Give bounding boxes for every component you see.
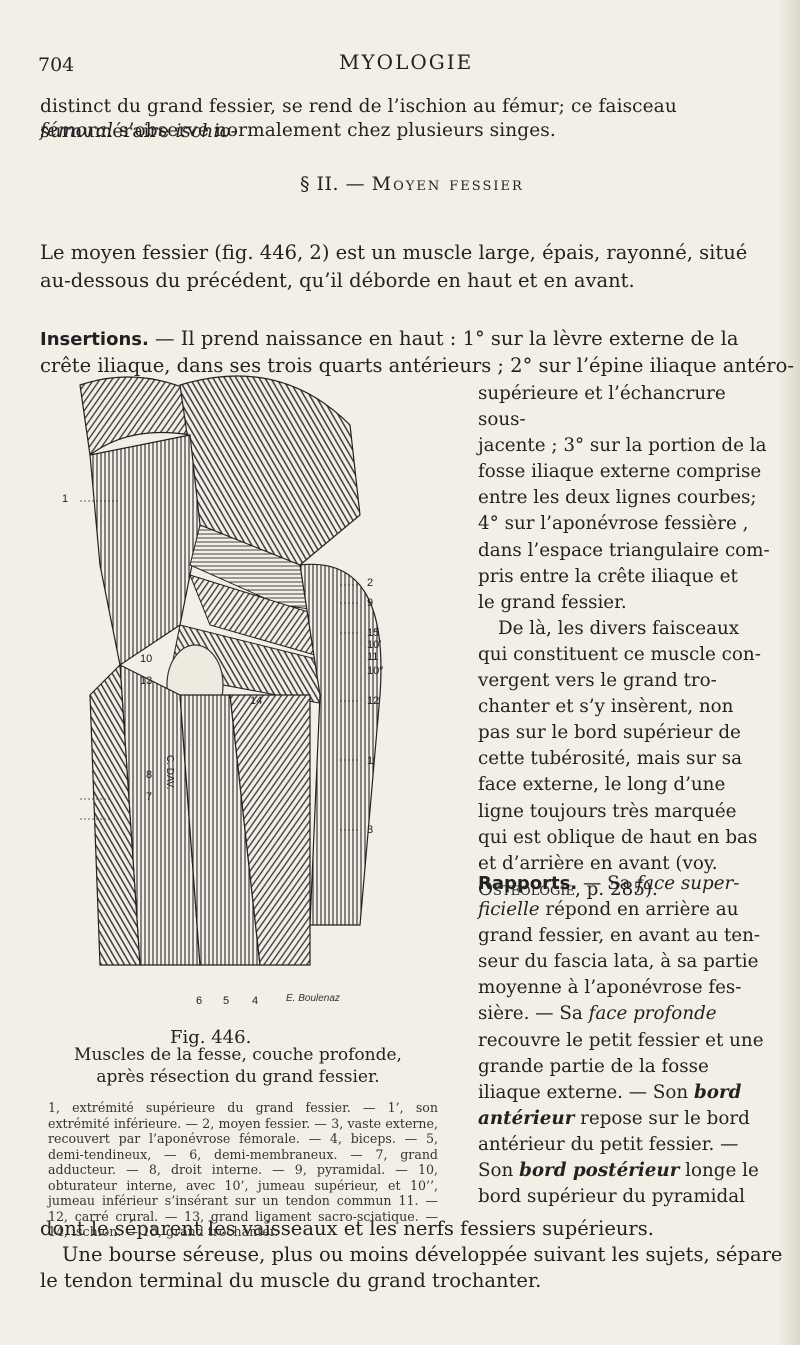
insertions-column: supérieure et l’échancrure sous- jacente… [478, 381, 778, 903]
rapports-column: Rapports. — Sa face super- ficielle répo… [478, 873, 764, 1208]
label-1-prime: 1′ [367, 755, 376, 767]
engraver-side-mark: C. DAV. [164, 755, 175, 790]
label-10-prime: 10′ [367, 639, 382, 651]
label-2: 2 [367, 577, 374, 589]
label-9: 9 [367, 597, 374, 609]
gluteal-muscles-engraving [79, 375, 382, 966]
label-6: 6 [196, 995, 203, 1007]
label-12: 12 [367, 695, 380, 707]
para1-line-2: au-dessous du précédent, qu’il déborde e… [40, 269, 635, 292]
engraver-signature: E. Boulenaz [286, 993, 340, 1004]
label-10: 10 [140, 653, 153, 665]
page-number: 704 [38, 54, 75, 76]
para1-line-1: Le moyen fessier (fig. 446, 2) est un mu… [40, 241, 748, 264]
label-11: 11 [367, 651, 379, 663]
label-10-double-prime: 10″ [367, 665, 384, 677]
label-3: 3 [367, 824, 374, 836]
intro-line-2: fémoral s’observe normalement chez plusi… [40, 120, 556, 141]
label-1: 1 [62, 493, 69, 505]
label-14: 14 [250, 695, 263, 707]
insertions-line-2: crête iliaque, dans ses trois quarts ant… [40, 354, 794, 377]
figure-caption-title: Fig. 446. [170, 1027, 252, 1048]
label-13: 13 [140, 675, 153, 687]
anatomical-figure: 1 2 9 15 10′ 11 10″ 12 1′ 3 10 13 14 8 7… [60, 365, 410, 1010]
label-15: 15 [367, 627, 380, 639]
insertions-line-1: Insertions. — Il prend naissance en haut… [40, 327, 739, 350]
section-heading: § II. — Moyen fessier [300, 173, 524, 195]
closing-line-1: dont le séparent les vaisseaux et les ne… [40, 1217, 654, 1240]
page-edge-shadow [778, 0, 800, 1345]
closing-line-3: le tendon terminal du muscle du grand tr… [40, 1269, 542, 1292]
label-5: 5 [223, 995, 230, 1007]
osteologie-ref: Ostéologie, p. 285). [478, 878, 658, 900]
label-8: 8 [146, 769, 153, 781]
running-title: MYOLOGIE [339, 50, 474, 74]
figure-legend: 1, extrémité supérieure du grand fessier… [48, 1100, 438, 1239]
label-7: 7 [146, 791, 153, 803]
closing-line-2: Une bourse séreuse, plus ou moins dévelo… [62, 1243, 783, 1266]
intro-line-1: distinct du grand fessier, se rend de l’… [40, 96, 677, 142]
figure-caption-subtitle: Muscles de la fesse, couche profonde, ap… [74, 1045, 402, 1087]
label-4: 4 [252, 995, 259, 1007]
